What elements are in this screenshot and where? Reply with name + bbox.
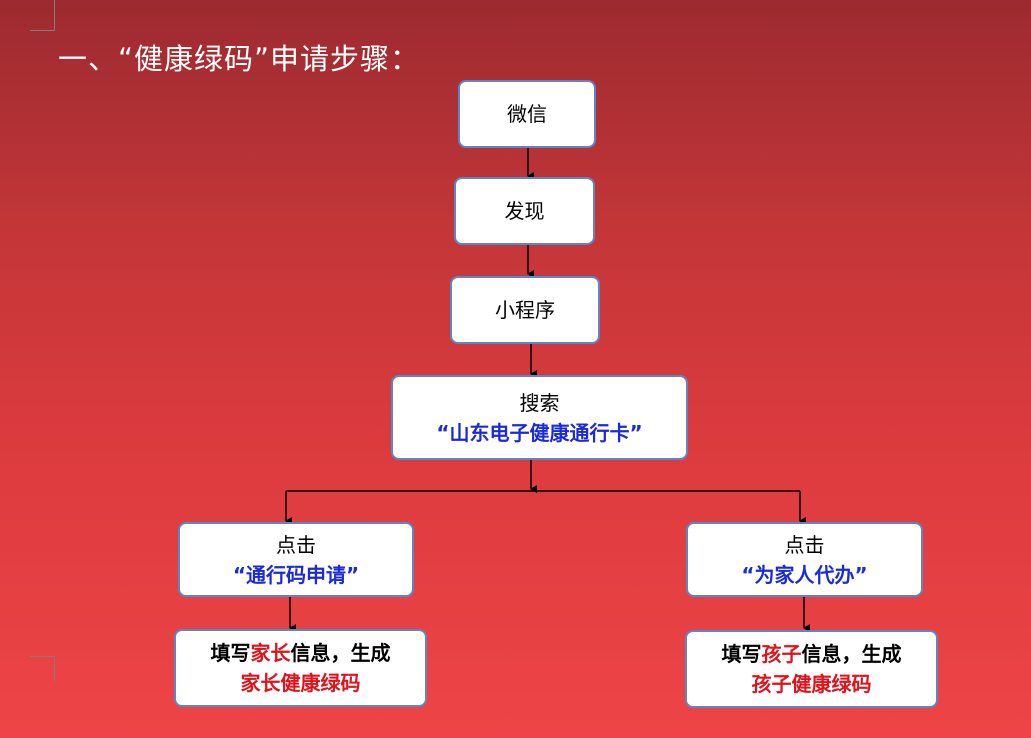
step-left-fill: 填写家长信息，生成 家长健康绿码	[174, 629, 427, 707]
corner-mark-top	[30, 0, 55, 31]
step-mini-program-label: 小程序	[495, 298, 555, 322]
step-search-query: “山东电子健康通行卡”	[436, 420, 643, 445]
step-discover-label: 发现	[504, 199, 545, 223]
step-right-fill-result: 孩子健康绿码	[751, 672, 872, 696]
step-left-fill-line: 填写家长信息，生成	[211, 638, 391, 668]
step-left-fill-suffix: 信息，生成	[290, 641, 391, 665]
step-left-click: 点击 “通行码申请”	[178, 522, 414, 597]
step-right-fill: 填写孩子信息，生成 孩子健康绿码	[685, 630, 938, 708]
step-right-click-label: 点击	[784, 532, 825, 557]
step-wechat-label: 微信	[507, 102, 547, 126]
step-right-fill-prefix: 填写	[721, 642, 762, 666]
step-right-fill-line: 填写孩子信息，生成	[722, 639, 902, 669]
slide-title: 一、“健康绿码”申请步骤：	[58, 42, 421, 76]
step-left-fill-result: 家长健康绿码	[240, 671, 361, 695]
corner-mark-bottom	[30, 656, 55, 681]
step-left-fill-prefix: 填写	[210, 641, 251, 665]
step-right-click-option: “为家人代办”	[741, 562, 868, 587]
step-right-fill-highlight: 孩子	[761, 642, 802, 666]
step-left-click-option: “通行码申请”	[232, 562, 360, 587]
step-right-click: 点击 “为家人代办”	[686, 522, 923, 597]
step-wechat: 微信	[458, 80, 596, 148]
step-discover: 发现	[454, 177, 595, 245]
step-left-fill-highlight: 家长	[250, 641, 291, 665]
step-right-fill-suffix: 信息，生成	[801, 642, 902, 666]
step-mini-program: 小程序	[450, 276, 600, 344]
step-left-click-label: 点击	[276, 532, 316, 557]
step-search: 搜索 “山东电子健康通行卡”	[391, 375, 688, 460]
step-search-label: 搜索	[519, 390, 560, 415]
